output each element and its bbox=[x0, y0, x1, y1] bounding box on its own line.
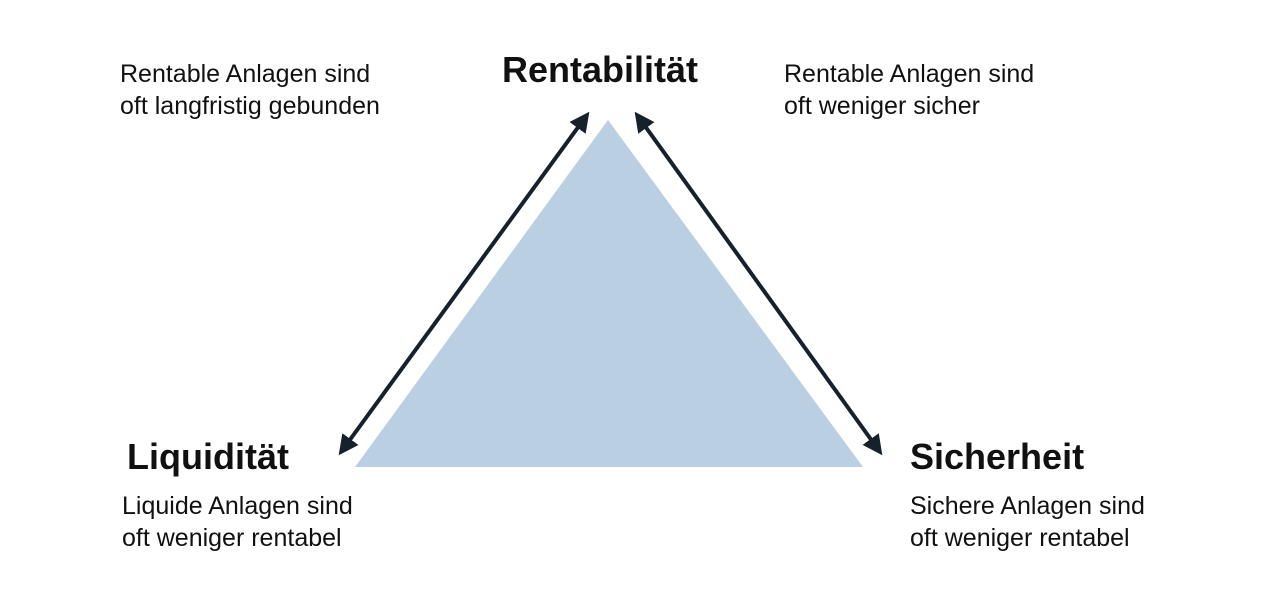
note-line: oft langfristig gebunden bbox=[120, 92, 380, 120]
vertex-label-rentabilitaet: Rentabilität bbox=[502, 49, 699, 90]
arrow-rentabilitaet-sicherheit bbox=[634, 111, 883, 456]
note-line: Sichere Anlagen sind bbox=[910, 492, 1145, 520]
note-line: oft weniger sicher bbox=[784, 92, 980, 120]
vertex-label-sicherheit: Sicherheit bbox=[910, 436, 1085, 477]
note-line: Rentable Anlagen sind bbox=[784, 60, 1035, 88]
vertex-label-liquiditaet: Liquidität bbox=[127, 436, 289, 477]
note-top-left: Rentable Anlagen sind oft langfristig ge… bbox=[120, 58, 380, 122]
note-line: Rentable Anlagen sind bbox=[120, 60, 371, 88]
note-line: oft weniger rentabel bbox=[122, 524, 342, 552]
arrow-liquiditaet-rentabilitaet bbox=[338, 111, 590, 456]
note-bottom-left: Liquide Anlagen sind oft weniger rentabe… bbox=[122, 490, 353, 554]
note-line: Liquide Anlagen sind bbox=[122, 492, 353, 520]
triangle-shape bbox=[355, 120, 863, 467]
note-top-right: Rentable Anlagen sind oft weniger sicher bbox=[784, 58, 1034, 122]
note-bottom-right: Sichere Anlagen sind oft weniger rentabe… bbox=[910, 490, 1145, 554]
note-line: oft weniger rentabel bbox=[910, 524, 1130, 552]
